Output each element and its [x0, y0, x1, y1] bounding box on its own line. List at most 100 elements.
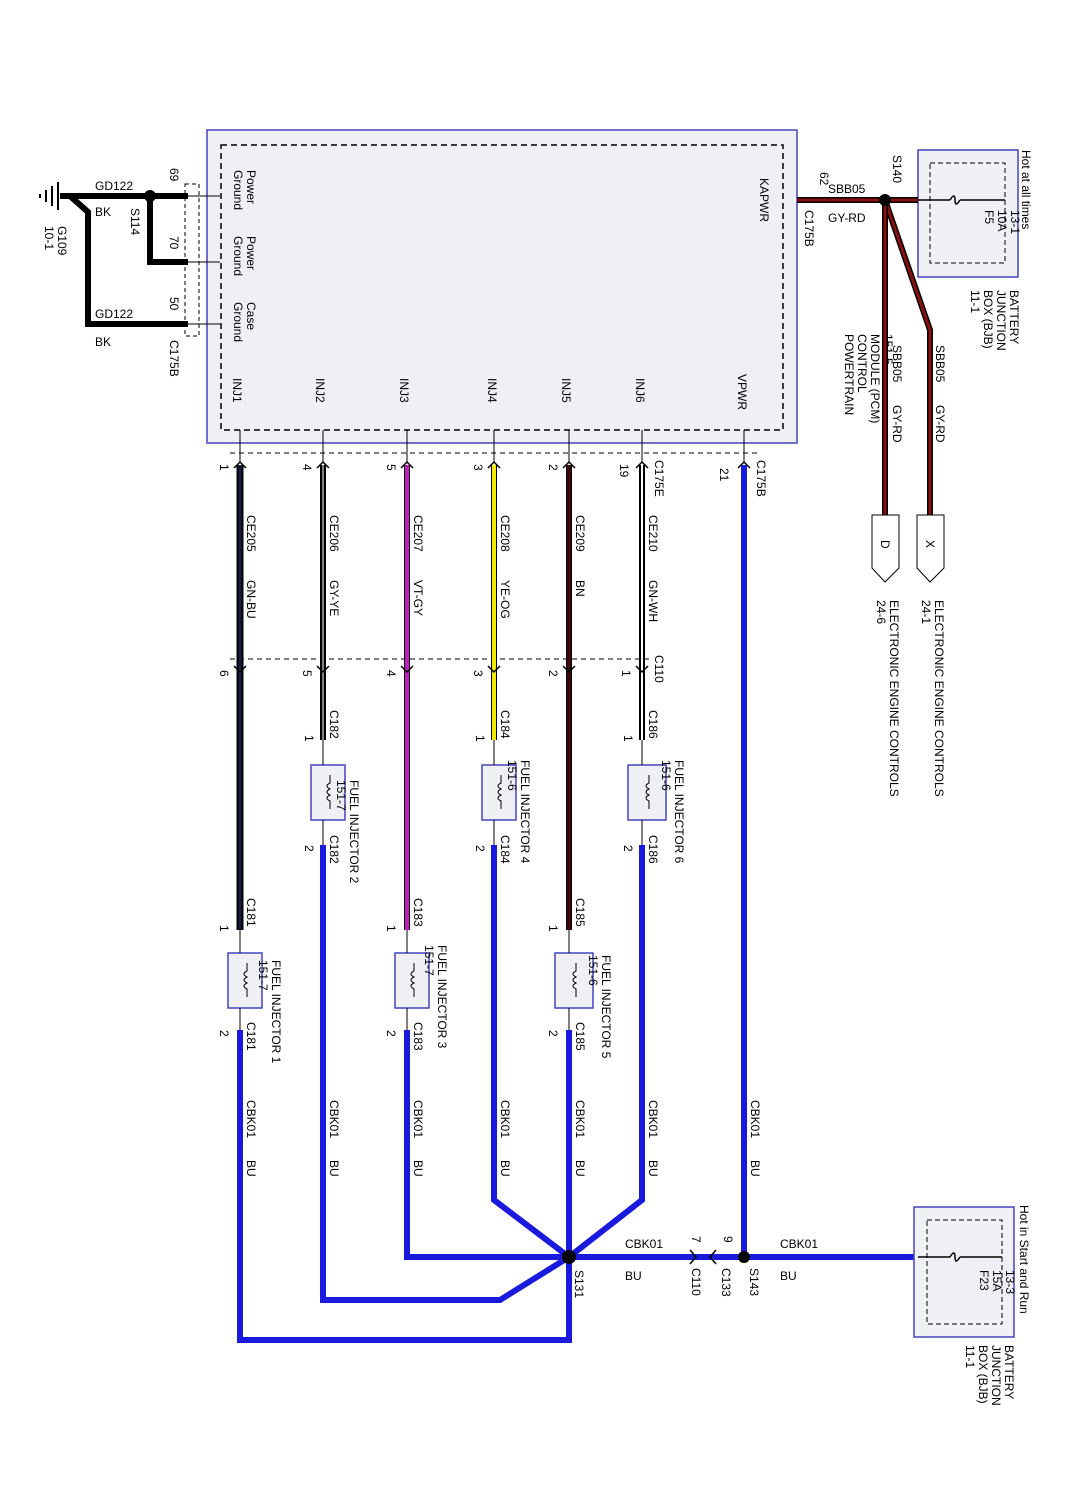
c110-c133-connector-icon [689, 1249, 717, 1265]
ground-pin-69: 69 [167, 168, 181, 182]
svg-text:POWERTRAIN: POWERTRAIN [842, 334, 856, 415]
svg-text:GY-YE: GY-YE [327, 580, 341, 616]
svg-text:1: 1 [546, 925, 560, 932]
fuse-top-note: Hot at all times [1019, 150, 1033, 229]
ground-conn-label: C175B [167, 340, 181, 377]
svg-text:2: 2 [384, 1030, 398, 1037]
svg-text:MODULE (PCM): MODULE (PCM) [868, 334, 882, 423]
fuse-f5-label: F5 10A 13-1 [982, 210, 1022, 234]
kapwr-conn: C175B [802, 210, 816, 247]
svg-text:3: 3 [471, 670, 485, 677]
svg-text:CE206: CE206 [327, 515, 341, 552]
pcm-pin-inj1: 1 [217, 464, 231, 471]
svg-text:C185: C185 [573, 898, 587, 927]
svg-text:9: 9 [721, 1236, 735, 1243]
svg-text:4: 4 [384, 670, 398, 677]
svg-text:151-7: 151-7 [422, 945, 436, 976]
svg-text:10A: 10A [995, 210, 1009, 231]
svg-text:S143: S143 [747, 1268, 761, 1296]
ground-circuit-2: GD122 [95, 307, 133, 321]
injector-5 [554, 952, 594, 1009]
offpage-d [871, 514, 900, 583]
svg-text:24-6: 24-6 [874, 600, 888, 624]
svg-text:Ground: Ground [231, 302, 245, 342]
svg-text:C182: C182 [327, 710, 341, 739]
svg-text:BU: BU [573, 1160, 587, 1177]
svg-text:FUEL INJECTOR 2: FUEL INJECTOR 2 [347, 780, 361, 884]
svg-text:CE208: CE208 [498, 515, 512, 552]
svg-text:7: 7 [689, 1236, 703, 1243]
svg-text:2: 2 [546, 670, 560, 677]
svg-text:CBK01: CBK01 [625, 1237, 663, 1251]
pcm-label: POWERTRAIN CONTROL MODULE (PCM) 151-5 [842, 334, 895, 423]
inj6-label: INJ6 [633, 378, 647, 403]
svg-text:1: 1 [217, 925, 231, 932]
svg-text:11-1: 11-1 [963, 1345, 977, 1368]
power-ground-2-label: Power Ground [231, 236, 258, 276]
pcm-inner-dashed [220, 144, 784, 431]
svg-text:151-6: 151-6 [505, 760, 519, 791]
svg-text:13-1: 13-1 [1008, 210, 1022, 234]
svg-text:BN: BN [573, 580, 587, 597]
svg-text:FUEL INJECTOR 1: FUEL INJECTOR 1 [269, 960, 283, 1064]
injector-3 [394, 952, 430, 1009]
vpwr-conn-label: C175B [754, 460, 768, 497]
svg-text:C186: C186 [646, 835, 660, 864]
svg-text:2: 2 [621, 845, 635, 852]
svg-text:151-7: 151-7 [256, 960, 270, 991]
svg-text:Ground: Ground [231, 236, 245, 276]
ground-pin-70: 70 [167, 236, 181, 250]
svg-text:BATTERY: BATTERY [1002, 1345, 1016, 1399]
svg-text:1: 1 [621, 735, 635, 742]
d-circuit: SBB05 [890, 345, 904, 383]
splice-s140-label: S140 [890, 155, 904, 183]
svg-text:6: 6 [217, 670, 231, 677]
c110-pin-labels: 6 5 4 3 2 1 C110 [217, 655, 666, 683]
svg-text:GN-WH: GN-WH [646, 580, 660, 622]
ground-color-2: BK [95, 335, 111, 349]
inj1-label: INJ1 [230, 378, 244, 403]
injector-6 [627, 764, 667, 821]
svg-text:151-7: 151-7 [334, 780, 348, 811]
svg-text:5: 5 [300, 670, 314, 677]
pcm-pin-inj4: 3 [471, 464, 485, 471]
splice-s114-label: S114 [128, 208, 142, 235]
svg-text:CE207: CE207 [411, 515, 425, 552]
svg-text:CBK01: CBK01 [244, 1100, 258, 1138]
svg-text:10-1: 10-1 [42, 226, 56, 250]
svg-text:C110: C110 [689, 1268, 703, 1296]
injector-2 [310, 764, 346, 821]
svg-text:CE210: CE210 [646, 515, 660, 552]
svg-text:11-1: 11-1 [968, 290, 982, 313]
inj5-label: INJ5 [559, 378, 573, 403]
fuse-f23-icon [949, 1252, 961, 1262]
svg-text:Power: Power [244, 170, 258, 204]
pcm-pin-inj6: 19 [617, 464, 631, 478]
cbk01-labels: CBK01 BU CBK01 BU CBK01 BU CBK01 BU CBK0… [244, 1100, 818, 1298]
svg-text:C184: C184 [498, 710, 512, 739]
svg-text:BU: BU [498, 1160, 512, 1177]
ground-symbol-icon [39, 182, 59, 210]
svg-text:S131: S131 [572, 1270, 586, 1298]
svg-text:151-6: 151-6 [659, 760, 673, 791]
svg-text:CE209: CE209 [573, 515, 587, 552]
x-color: GY-RD [933, 405, 947, 443]
svg-text:1: 1 [473, 735, 487, 742]
svg-text:BU: BU [780, 1269, 797, 1283]
d-color: GY-RD [890, 405, 904, 443]
injector-4 [481, 764, 517, 821]
svg-text:ELECTRONIC ENGINE CONTROLS: ELECTRONIC ENGINE CONTROLS [887, 600, 901, 797]
svg-text:CBK01: CBK01 [327, 1100, 341, 1138]
kapwr-color: GY-RD [828, 211, 866, 225]
eec-x-label: ELECTRONIC ENGINE CONTROLS 24-1 [919, 600, 946, 797]
injector-connector-labels: C182 C182 C184 C184 C186 C186 C181 C181 … [217, 710, 660, 1051]
kapwr-circuit: SBB05 [828, 182, 866, 196]
svg-text:C110: C110 [652, 655, 666, 683]
svg-text:BU: BU [625, 1269, 642, 1283]
bjb-bottom-label: BATTERY JUNCTION BOX (BJB) 11-1 [963, 1345, 1016, 1406]
svg-text:C182: C182 [327, 835, 341, 864]
svg-text:JUNCTION: JUNCTION [994, 290, 1008, 351]
pcm-pin-vpwr: 21 [717, 468, 731, 482]
